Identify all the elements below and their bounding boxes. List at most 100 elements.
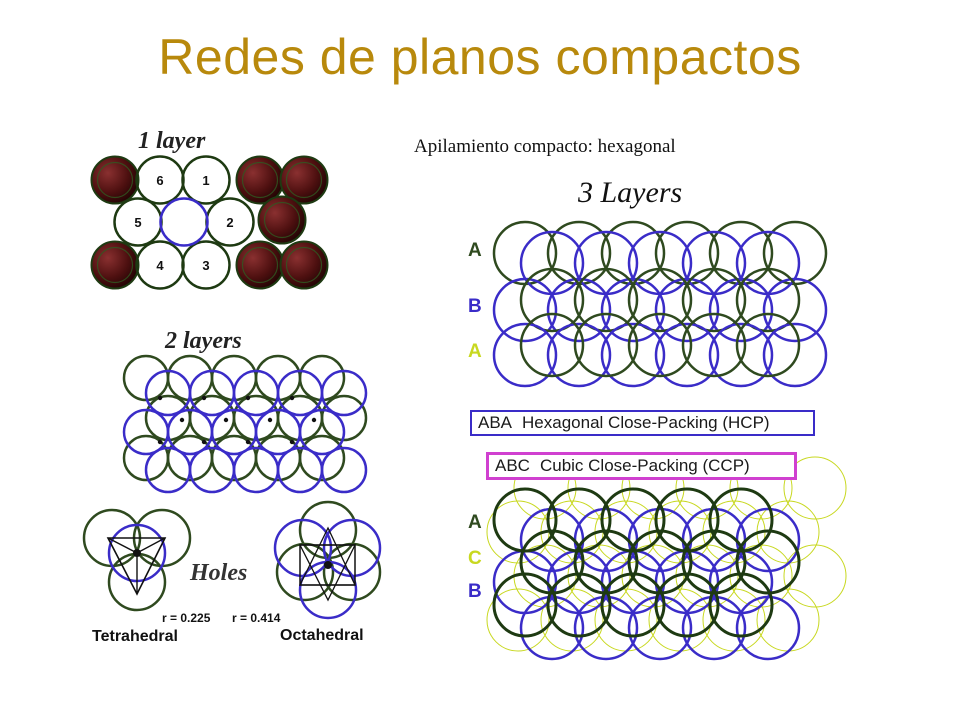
hole-dot-0 bbox=[157, 395, 163, 401]
hole-dot-10 bbox=[245, 439, 251, 445]
dark-sphere-ring-4 bbox=[96, 246, 134, 284]
ccp-a-0-0 bbox=[492, 487, 558, 553]
tetrahedral-label: Tetrahedral bbox=[92, 628, 178, 645]
hcp-a-bot-2 bbox=[627, 312, 693, 378]
ccp-a-0-2 bbox=[600, 487, 666, 553]
ccp-layer-label-3: B bbox=[468, 581, 482, 602]
hcp-a-bot-3 bbox=[681, 312, 747, 378]
ccp-layer-label-2: C bbox=[468, 548, 482, 569]
ccp-c-3-0 bbox=[486, 588, 550, 652]
dark-sphere-3 bbox=[257, 195, 307, 245]
hcp-b-bot-1 bbox=[546, 322, 612, 388]
hcp-layer-label-3: A bbox=[468, 341, 482, 362]
three-layers-title: 3 Layers bbox=[578, 176, 683, 209]
layer-ring-1 bbox=[181, 155, 231, 205]
ring-number-4: 4 bbox=[156, 258, 164, 273]
dark-sphere-ring-1 bbox=[241, 161, 279, 199]
ccp-a-2-3 bbox=[654, 572, 720, 638]
two-green-2-4 bbox=[298, 434, 346, 482]
hcp-b-bot-3 bbox=[654, 322, 720, 388]
ccp-label-box: ABC Cubic Close-Packing (CCP) bbox=[486, 452, 797, 480]
dark-sphere-0 bbox=[90, 155, 140, 205]
hole-dot-6 bbox=[267, 417, 273, 423]
ring-number-3: 2 bbox=[226, 215, 233, 230]
ccp-c-0-5 bbox=[783, 456, 847, 520]
hole-dot-11 bbox=[289, 439, 295, 445]
oct-green-1 bbox=[275, 542, 335, 602]
dark-sphere-6 bbox=[279, 240, 329, 290]
hcp-b-bot-4 bbox=[708, 322, 774, 388]
two-blue-1-4 bbox=[298, 408, 346, 456]
ccp-b-2-0 bbox=[519, 595, 585, 661]
hcp-a-mid-2 bbox=[627, 267, 693, 333]
packing-subtitle: Apilamiento compacto: hexagonal bbox=[414, 136, 676, 157]
ring-number-5: 3 bbox=[202, 258, 209, 273]
ccp-b-2-3 bbox=[681, 595, 747, 661]
hole-dot-8 bbox=[157, 439, 163, 445]
ccp-a-1-1 bbox=[573, 529, 639, 595]
octahedral-label: Octahedral bbox=[280, 627, 364, 644]
ccp-text: Cubic Close-Packing (CCP) bbox=[539, 456, 750, 475]
hcp-a-mid-0 bbox=[519, 267, 585, 333]
dark-sphere-4 bbox=[90, 240, 140, 290]
dark-sphere-ring-0 bbox=[96, 161, 134, 199]
hcp-text: Hexagonal Close-Packing (HCP) bbox=[522, 413, 770, 432]
hcp-b-mid-4 bbox=[708, 277, 774, 343]
ccp-a-2-4 bbox=[708, 572, 774, 638]
dark-sphere-ring-2 bbox=[285, 161, 323, 199]
ccp-layer-label-1: A bbox=[468, 512, 482, 533]
dark-sphere-ring-3 bbox=[263, 201, 301, 239]
hcp-abbr: ABA bbox=[478, 413, 513, 432]
two-green-1-4 bbox=[320, 394, 368, 442]
page-title: Redes de planos compactos bbox=[158, 29, 802, 85]
hcp-b-bot-2 bbox=[600, 322, 666, 388]
hole-dot-7 bbox=[311, 417, 317, 423]
oct-tri-up bbox=[298, 526, 357, 586]
ccp-a-1-2 bbox=[627, 529, 693, 595]
hcp-a-mid-4 bbox=[735, 267, 801, 333]
hole-dot-9 bbox=[201, 439, 207, 445]
ccp-b-2-2 bbox=[627, 595, 693, 661]
ccp-a-0-4 bbox=[708, 487, 774, 553]
ccp-a-2-0 bbox=[492, 572, 558, 638]
two-layers-title: 2 layers bbox=[165, 328, 242, 354]
oct-tri-down bbox=[298, 544, 357, 602]
two-blue-0-4 bbox=[320, 369, 368, 417]
oct-center bbox=[324, 561, 332, 569]
hole-dot-1 bbox=[201, 395, 207, 401]
octahedral-radius: r = 0.414 bbox=[232, 611, 281, 625]
hcp-a-bot-4 bbox=[735, 312, 801, 378]
hcp-b-mid-1 bbox=[546, 277, 612, 343]
hcp-layer-label-2: B bbox=[468, 296, 482, 317]
ring-number-2: 5 bbox=[134, 215, 141, 230]
two-blue-2-4 bbox=[320, 446, 368, 494]
tet-center bbox=[133, 549, 141, 557]
center-ring bbox=[159, 197, 209, 247]
hcp-b-mid-0 bbox=[492, 277, 558, 343]
hole-dot-5 bbox=[223, 417, 229, 423]
ccp-a-0-3 bbox=[654, 487, 720, 553]
ccp-a-1-4 bbox=[735, 529, 801, 595]
ring-number-1: 1 bbox=[202, 173, 209, 188]
ccp-a-0-1 bbox=[546, 487, 612, 553]
hcp-b-mid-5 bbox=[762, 277, 828, 343]
hcp-b-bot-0 bbox=[492, 322, 558, 388]
hcp-a-bot-0 bbox=[519, 312, 585, 378]
hcp-label-box: ABA Hexagonal Close-Packing (HCP) bbox=[470, 410, 815, 436]
hcp-b-bot-5 bbox=[762, 322, 828, 388]
dark-sphere-ring-5 bbox=[241, 246, 279, 284]
ccp-abbr: ABC bbox=[495, 456, 530, 475]
tetrahedral-radius: r = 0.225 bbox=[162, 611, 211, 625]
dark-sphere-2 bbox=[279, 155, 329, 205]
ccp-a-1-0 bbox=[519, 529, 585, 595]
hcp-a-bot-1 bbox=[573, 312, 639, 378]
hole-dot-2 bbox=[245, 395, 251, 401]
layer-ring-5 bbox=[181, 240, 231, 290]
ccp-a-2-2 bbox=[600, 572, 666, 638]
hcp-b-mid-3 bbox=[654, 277, 720, 343]
